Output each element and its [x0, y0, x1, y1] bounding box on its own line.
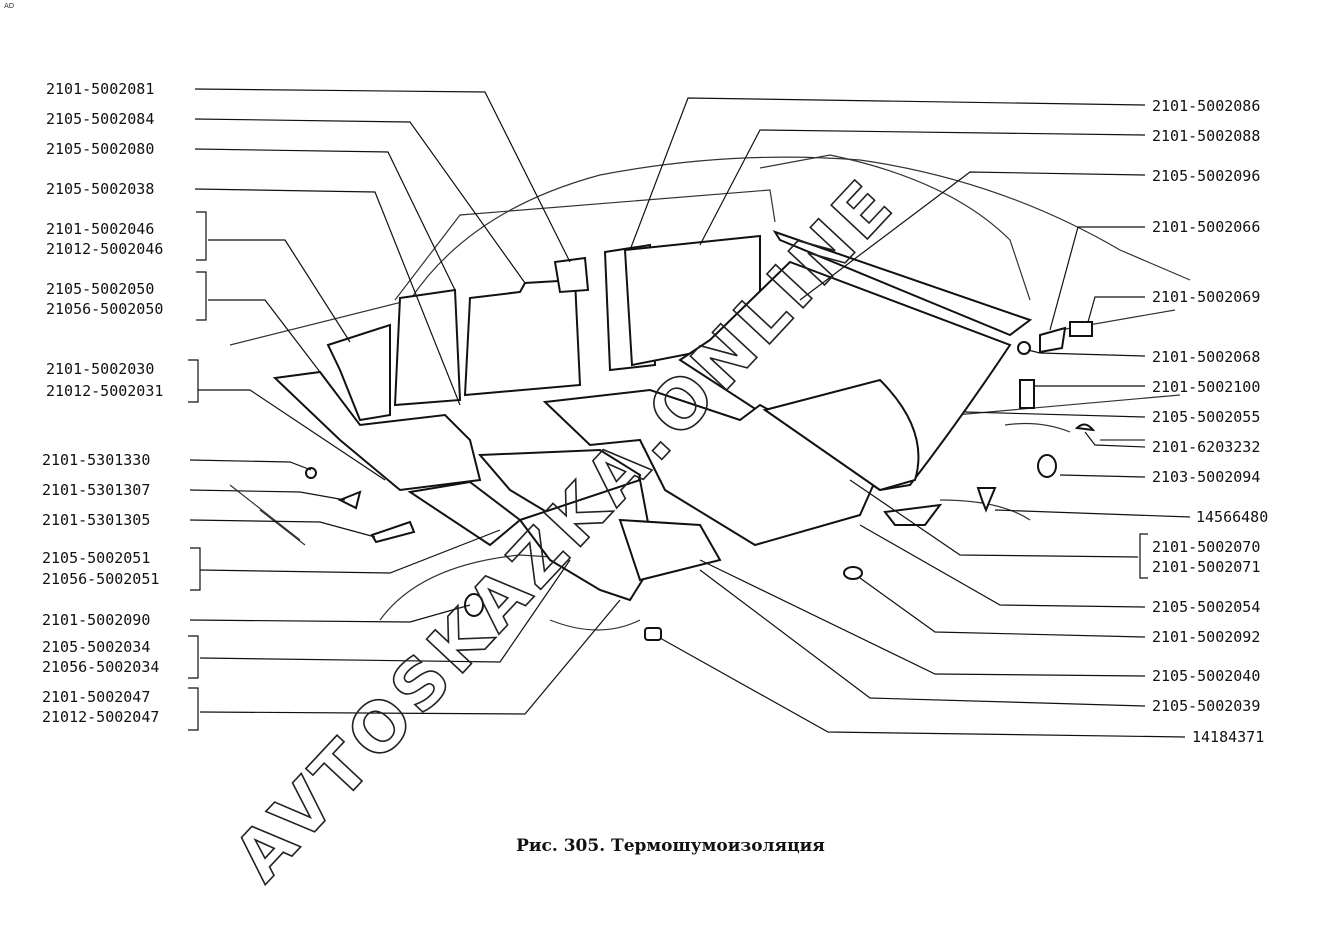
- label-21012-5002047: 21012-5002047: [42, 708, 159, 726]
- label-2105-5002080: 2105-5002080: [46, 140, 154, 158]
- trunk-floor: [678, 260, 1012, 492]
- strip-left: [370, 520, 416, 544]
- push-clip: [976, 487, 997, 513]
- label-2101-5002071: 2101-5002071: [1152, 558, 1260, 576]
- label-2101-5002066: 2101-5002066: [1152, 218, 1260, 236]
- front-floor-mat-right: [762, 378, 920, 492]
- label-2101-5301305: 2101-5301305: [42, 511, 150, 529]
- label-2101-5002070: 2101-5002070: [1152, 538, 1260, 556]
- leader-lines: [189, 88, 1191, 738]
- plug-right: [1074, 423, 1096, 432]
- label-2105-5002054: 2105-5002054: [1152, 598, 1260, 616]
- insulation-parts: [272, 230, 1096, 641]
- label-2103-5002094: 2103-5002094: [1152, 468, 1260, 486]
- rear-panel-left: [463, 278, 582, 397]
- corner-mark: AD: [4, 2, 15, 10]
- label-2101-5301330: 2101-5301330: [42, 451, 150, 469]
- label-21012-5002031: 21012-5002031: [46, 382, 163, 400]
- label-2101-5002081: 2101-5002081: [46, 80, 154, 98]
- label-2101-5301307: 2101-5301307: [42, 481, 150, 499]
- label-2105-5002034: 2105-5002034: [42, 638, 150, 656]
- right-labels: 2101-5002086 2101-5002088 2105-5002096 2…: [1152, 97, 1268, 746]
- wedge-right: [883, 503, 943, 526]
- pad-right: [1019, 379, 1035, 409]
- clip-block: [1069, 321, 1093, 337]
- parcel-shelf-strip: [772, 230, 1033, 337]
- plug-bottom: [644, 627, 662, 641]
- label-2101-5002069: 2101-5002069: [1152, 288, 1260, 306]
- firewall-left: [326, 323, 391, 422]
- bracket-left: [337, 490, 362, 510]
- label-2101-5002047: 2101-5002047: [42, 688, 150, 706]
- label-2101-5002086: 2101-5002086: [1152, 97, 1260, 115]
- car-body-outline: [229, 154, 1191, 631]
- side-panel-left: [393, 288, 462, 407]
- label-2105-5002055: 2105-5002055: [1152, 408, 1260, 426]
- grommet-right: [1037, 454, 1057, 478]
- footwell-right: [618, 518, 722, 582]
- floor-left: [272, 370, 482, 492]
- figure-caption: Рис. 305. Термошумоизоляция: [516, 836, 825, 856]
- label-2105-5002084: 2105-5002084: [46, 110, 154, 128]
- label-2101-6203232: 2101-6203232: [1152, 438, 1260, 456]
- clip-upper: [1039, 326, 1067, 354]
- label-2101-5002092: 2101-5002092: [1152, 628, 1260, 646]
- label-21012-5002046: 21012-5002046: [46, 240, 163, 258]
- label-21056-5002051: 21056-5002051: [42, 570, 159, 588]
- left-labels: 2101-5002081 2105-5002084 2105-5002080 2…: [42, 80, 163, 726]
- label-2105-5002051: 2105-5002051: [42, 549, 150, 567]
- label-2105-5002039: 2105-5002039: [1152, 697, 1260, 715]
- tunnel-front: [518, 478, 657, 602]
- label-2105-5002050: 2105-5002050: [46, 280, 154, 298]
- rear-panel-small: [553, 256, 590, 294]
- plug-small: [1017, 341, 1031, 355]
- label-2105-5002096: 2105-5002096: [1152, 167, 1260, 185]
- label-2105-5002040: 2105-5002040: [1152, 667, 1260, 685]
- label-2101-5002088: 2101-5002088: [1152, 127, 1260, 145]
- plug-mid: [843, 566, 863, 580]
- label-21056-5002050: 21056-5002050: [46, 300, 163, 318]
- label-2101-5002100: 2101-5002100: [1152, 378, 1260, 396]
- label-14184371: 14184371: [1192, 728, 1264, 746]
- front-mat-left: [407, 480, 522, 547]
- label-2105-5002038: 2105-5002038: [46, 180, 154, 198]
- grommet-left: [464, 593, 484, 617]
- label-2101-5002046: 2101-5002046: [46, 220, 154, 238]
- label-2101-5002030: 2101-5002030: [46, 360, 154, 378]
- label-2101-5002068: 2101-5002068: [1152, 348, 1260, 366]
- stud-left: [305, 467, 317, 479]
- label-2101-5002090: 2101-5002090: [42, 611, 150, 629]
- label-14566480: 14566480: [1196, 508, 1268, 526]
- label-brackets: [188, 211, 1148, 731]
- label-21056-5002034: 21056-5002034: [42, 658, 159, 676]
